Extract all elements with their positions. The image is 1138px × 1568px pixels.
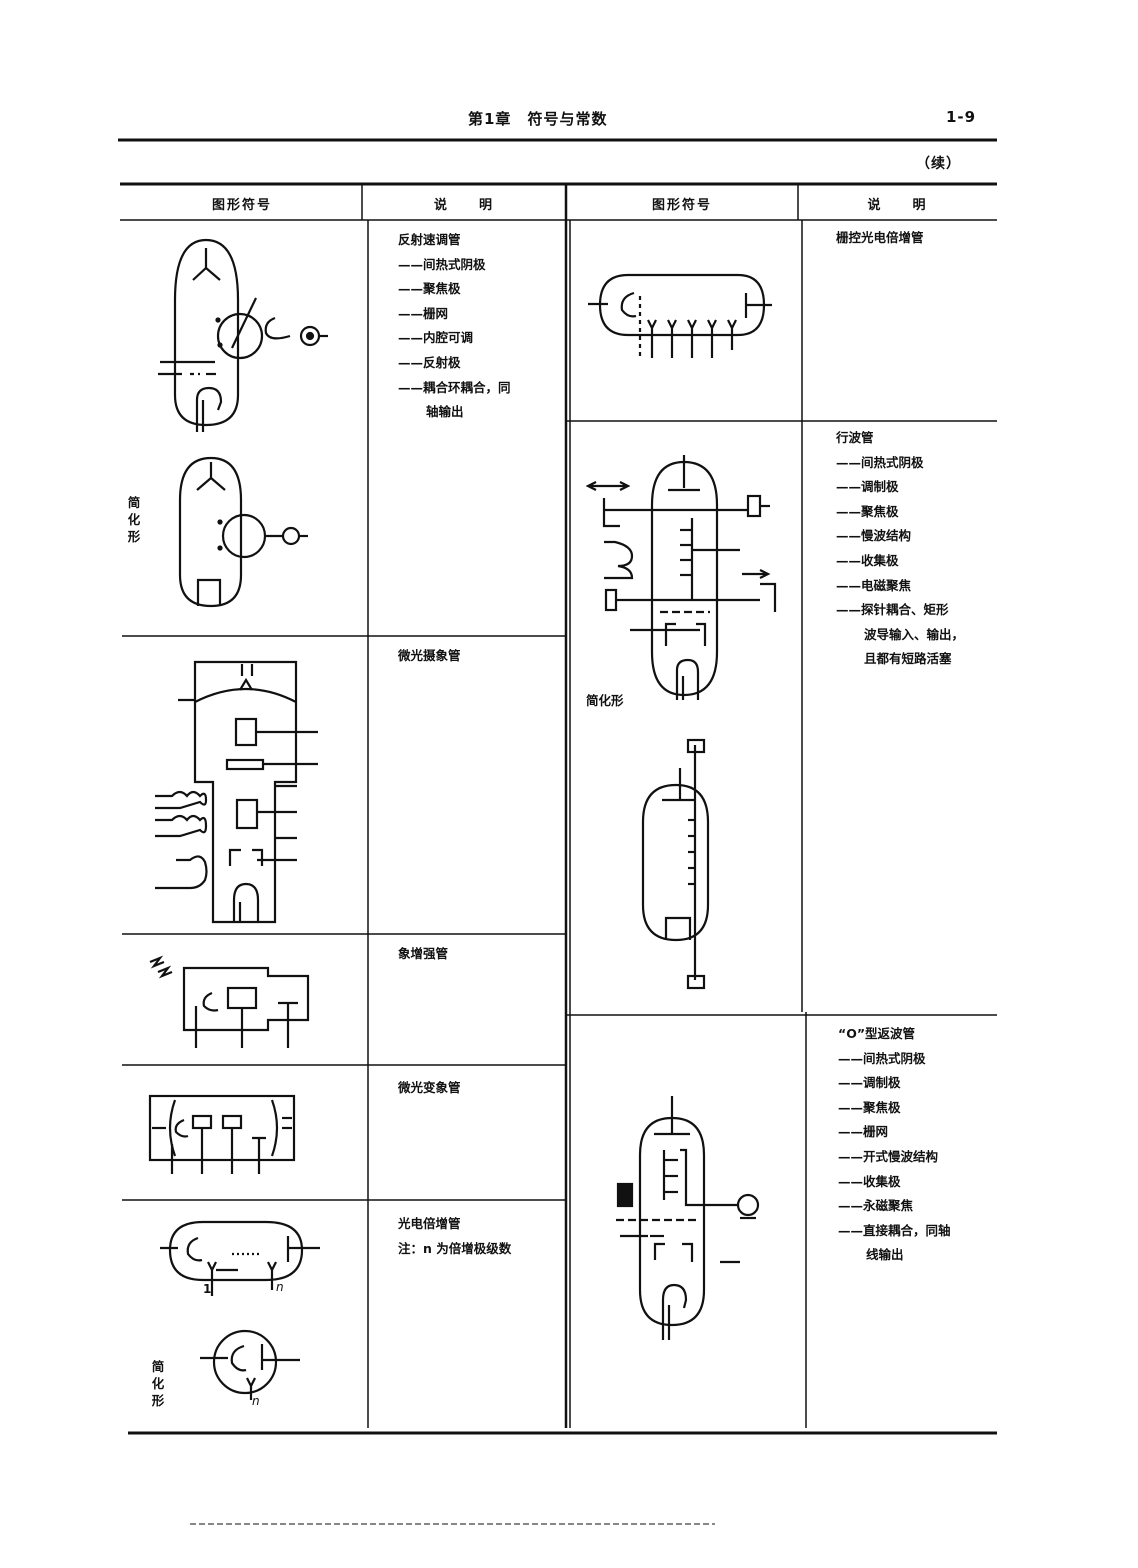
desc-photomultiplier: 光电倍增管 注：n 为倍增极级数 xyxy=(398,1212,511,1261)
desc-item: ——耦合环耦合，同 xyxy=(398,379,511,395)
continued-label: （续） xyxy=(916,156,961,172)
desc-continuation: 轴输出 xyxy=(426,404,464,420)
column-header-desc-right: 说 明 xyxy=(867,198,928,213)
desc-item: ——收集极 xyxy=(838,1173,901,1189)
reflex-klystron-simplified-symbol xyxy=(178,456,308,608)
desc-item: ——聚焦极 xyxy=(398,281,461,297)
desc-title: 行波管 xyxy=(836,430,874,445)
desc-image-converter: 微光变象管 xyxy=(398,1080,461,1095)
desc-title: “O”型返波管 xyxy=(838,1026,916,1041)
desc-item: ——间热式阴极 xyxy=(836,454,924,470)
desc-item: ——电磁聚焦 xyxy=(836,577,912,593)
desc-title: 反射速调管 xyxy=(398,232,461,247)
photomultiplier-simplified-label-n: n xyxy=(252,1394,260,1408)
desc-item: ——直接耦合，同轴 xyxy=(838,1222,951,1238)
desc-item: ——探针耦合、矩形 xyxy=(836,602,949,618)
desc-note: 注：n 为倍增极级数 xyxy=(398,1240,512,1256)
desc-item: ——调制极 xyxy=(836,479,899,495)
gated-photomultiplier-symbol xyxy=(588,273,772,360)
chapter-label: 第1章 xyxy=(468,110,512,128)
desc-item: ——反射极 xyxy=(398,354,461,370)
photomultiplier-label-1: 1 xyxy=(203,1282,212,1296)
desc-continuation: 线输出 xyxy=(866,1247,904,1263)
desc-item: ——间热式阴极 xyxy=(838,1050,926,1066)
desc-item: ——栅网 xyxy=(398,305,449,321)
photomultiplier-label-n: n xyxy=(276,1280,284,1294)
photomultiplier-symbol xyxy=(160,1220,320,1400)
desc-item: ——间热式阴极 xyxy=(398,256,486,272)
image-intensifier-symbol xyxy=(149,955,310,1048)
desc-continuation: 波导输入、输出， xyxy=(864,626,965,642)
desc-item: ——开式慢波结构 xyxy=(838,1148,939,1164)
desc-item: ——调制极 xyxy=(838,1075,901,1091)
simplified-label-twt: 简化形 xyxy=(586,693,624,708)
desc-gated-photomultiplier: 栅控光电倍增管 xyxy=(836,230,924,245)
o-type-backward-wave-tube-symbol xyxy=(616,1096,760,1340)
simplified-label-photomultiplier: 简化形 xyxy=(151,1359,165,1408)
desc-continuation: 且都有短路活塞 xyxy=(864,651,952,667)
chapter-title: 符号与常数 xyxy=(527,110,608,128)
page-number: 1-9 xyxy=(946,108,977,126)
desc-item: ——内腔可调 xyxy=(398,330,474,346)
simplified-label-klystron: 简化形 xyxy=(127,495,141,544)
low-light-camera-tube-symbol xyxy=(155,660,318,924)
desc-image-intensifier: 象增强管 xyxy=(398,946,449,961)
desc-reflex-klystron: 反射速调管 ——间热式阴极 ——聚焦极 ——栅网 ——内腔可调 ——反射极 ——… xyxy=(398,228,563,425)
desc-item: ——聚焦极 xyxy=(836,503,899,519)
desc-o-type-backward-wave-tube: “O”型返波管 ——间热式阴极 ——调制极 ——聚焦极 ——栅网 ——开式慢波结… xyxy=(838,1022,996,1268)
desc-item: ——聚焦极 xyxy=(838,1099,901,1115)
desc-item: ——栅网 xyxy=(838,1124,889,1140)
column-header-desc-left: 说 明 xyxy=(433,198,494,213)
column-header-symbol-right: 图形符号 xyxy=(651,198,712,213)
running-header: 第1章 符号与常数 xyxy=(468,108,607,129)
image-converter-symbol xyxy=(148,1094,296,1174)
desc-item: ——慢波结构 xyxy=(836,528,912,544)
desc-item: ——收集极 xyxy=(836,552,899,568)
column-header-symbol-left: 图形符号 xyxy=(211,198,272,213)
desc-item: ——永磁聚焦 xyxy=(838,1198,914,1214)
traveling-wave-tube-symbol xyxy=(585,455,777,990)
reflex-klystron-symbol xyxy=(158,238,328,432)
desc-low-light-camera-tube: 微光摄象管 xyxy=(398,648,461,663)
desc-traveling-wave-tube: 行波管 ——间热式阴极 ——调制极 ——聚焦极 ——慢波结构 ——收集极 ——电… xyxy=(836,426,994,672)
